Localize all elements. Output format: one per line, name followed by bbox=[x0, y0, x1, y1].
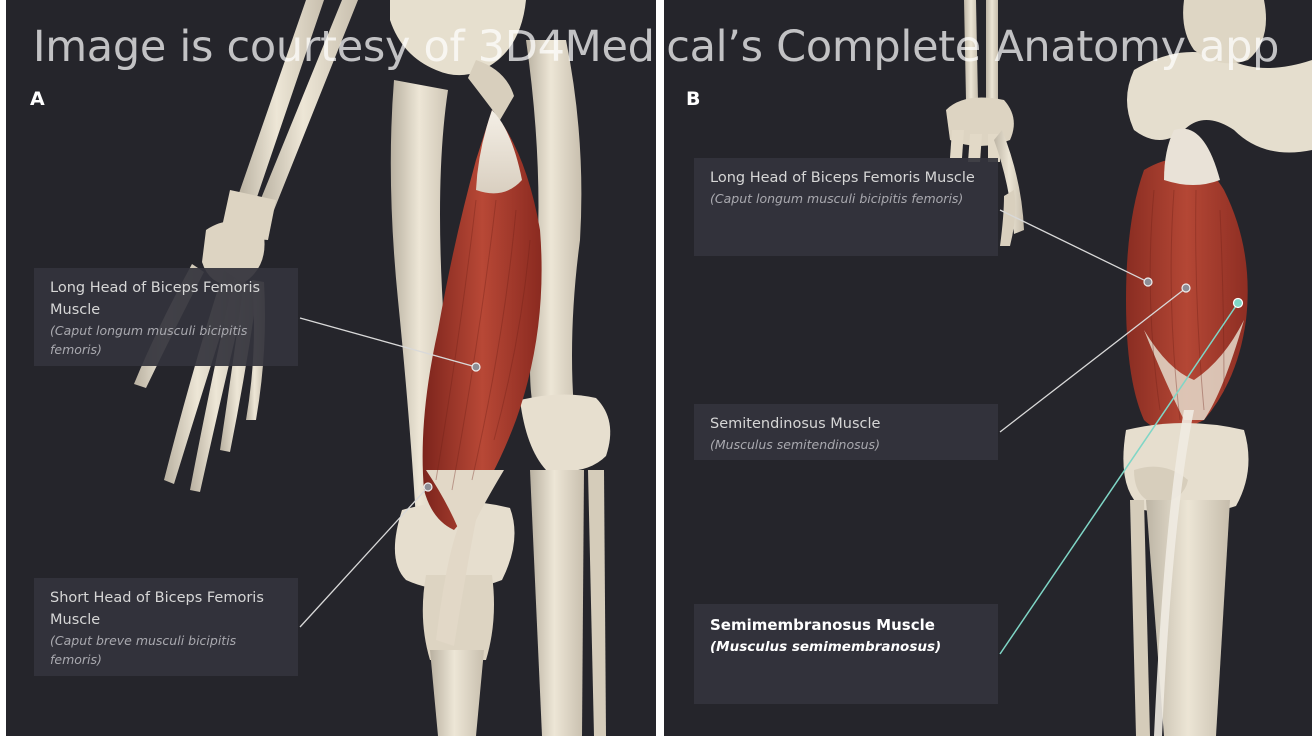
label-name: Semitendinosus Muscle bbox=[710, 413, 982, 435]
panel-letter-a: A bbox=[30, 88, 45, 110]
label-long-head-biceps-femoris-b: Long Head of Biceps Femoris Muscle (Capu… bbox=[694, 158, 998, 256]
label-name: Semimembranosus Muscle bbox=[710, 613, 982, 637]
label-latin-name: (Caput longum musculi bicipitis femoris) bbox=[50, 321, 282, 359]
label-short-head-biceps-femoris-a: Short Head of Biceps Femoris Muscle (Cap… bbox=[34, 578, 298, 676]
panel-letter-b: B bbox=[686, 88, 700, 110]
label-latin-name: (Caput breve musculi bicipitis femoris) bbox=[50, 631, 282, 669]
label-semitendinosus-b: Semitendinosus Muscle (Musculus semitend… bbox=[694, 404, 998, 460]
label-semimembranosus-b: Semimembranosus Muscle (Musculus semimem… bbox=[694, 604, 998, 704]
label-name: Long Head of Biceps Femoris Muscle bbox=[50, 277, 282, 321]
courtesy-watermark: Image is courtesy of 3D4Medical’s Comple… bbox=[0, 22, 1312, 72]
label-latin-name: (Caput longum musculi bicipitis femoris) bbox=[710, 189, 982, 208]
panel-a: A Long Head of Biceps Femoris Muscle (Ca… bbox=[6, 0, 656, 736]
panel-b: B Long Head of Biceps Femoris Muscle (Ca… bbox=[664, 0, 1312, 736]
label-name: Long Head of Biceps Femoris Muscle bbox=[710, 167, 982, 189]
label-latin-name: (Musculus semitendinosus) bbox=[710, 435, 982, 454]
label-long-head-biceps-femoris-a: Long Head of Biceps Femoris Muscle (Capu… bbox=[34, 268, 298, 366]
label-latin-name: (Musculus semimembranosus) bbox=[710, 637, 982, 658]
label-name: Short Head of Biceps Femoris Muscle bbox=[50, 587, 282, 631]
